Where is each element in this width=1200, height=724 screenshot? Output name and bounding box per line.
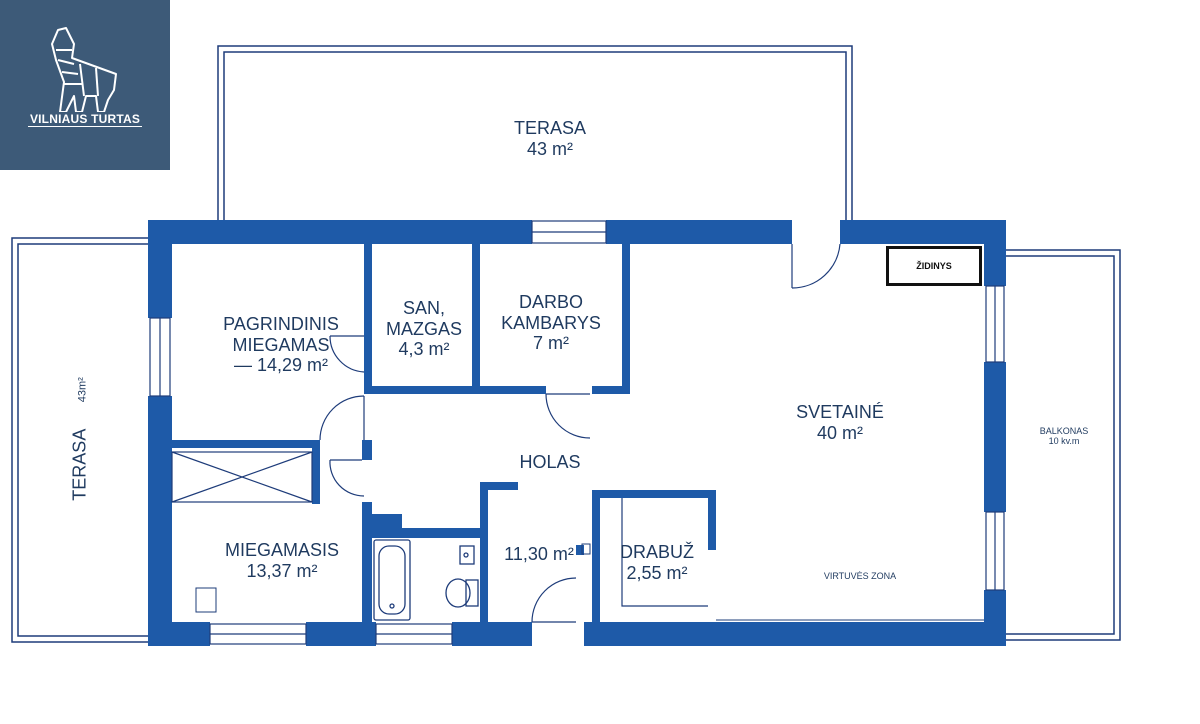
kitchen-zone-label: VIRTUVĖS ZONA (823, 571, 897, 581)
wolf-icon (51, 27, 117, 112)
terrace-top-outline (217, 45, 853, 220)
logo: VILNIAUS TURTAS (0, 0, 170, 170)
drabuz-inner (621, 498, 708, 607)
bathroom-label: SAN, MAZGAS 4,3 m² (385, 298, 462, 360)
hall-label: HOLAS (519, 452, 581, 472)
brand-name: VILNIAUS TURTAS (27, 112, 143, 127)
terrace-left-label: TERASA 43m² (69, 377, 90, 501)
wardrobe-label: DRABUŽ 2,55 m² (619, 542, 694, 583)
terrace-left-outline (11, 237, 148, 643)
outer-walls (148, 220, 1006, 646)
terrace-top-label: TERASA 43 m² (513, 118, 587, 159)
wardrobe-closet (171, 451, 313, 503)
living-room-label: SVETAINÉ 40 m² (796, 402, 884, 443)
bathroom-fixtures (373, 539, 479, 621)
interior-walls (172, 244, 716, 626)
hall-area-label: 11,30 m² (504, 544, 574, 564)
small-fixtures (195, 543, 591, 613)
study-label: DARBO KAMBARYS 7 m² (501, 292, 601, 354)
master-bedroom-label: PAGRINDINIS MIEGAMAS — 14,29 m² (223, 314, 339, 376)
balcony-outline (1006, 249, 1121, 641)
windows (149, 220, 1005, 645)
bedroom-label: MIEGAMASIS 13,37 m² (224, 540, 340, 581)
doors (319, 243, 841, 623)
balcony-label: BALKONAS 10 kv.m (1039, 426, 1089, 447)
fireplace: ŽIDINYS (886, 246, 982, 286)
